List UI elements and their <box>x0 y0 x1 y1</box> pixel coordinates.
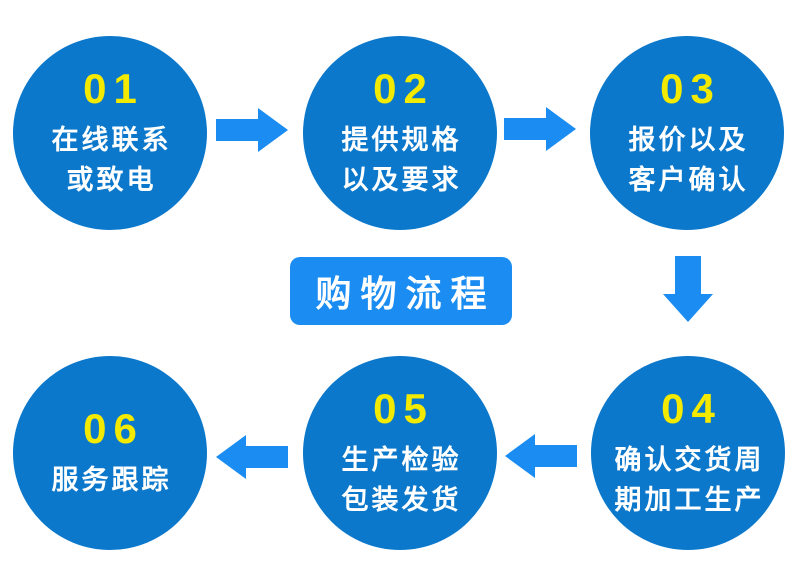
step-label-line: 期加工生产 <box>614 485 765 516</box>
step-circle-03: 03 报价以及 客户确认 <box>590 36 784 230</box>
step-circle-01: 01 在线联系 或致电 <box>13 36 207 230</box>
step-circle-04: 04 确认交货周 期加工生产 <box>591 356 785 550</box>
step-label-line: 确认交货周 <box>614 445 765 476</box>
step-circle-02: 02 提供规格 以及要求 <box>303 36 497 230</box>
step-number: 05 <box>373 384 434 432</box>
step-label-line: 报价以及 <box>628 125 749 156</box>
arrow-down-icon <box>663 256 713 322</box>
arrow-right-icon <box>504 107 576 151</box>
step-number: 06 <box>83 404 144 452</box>
step-circle-05: 05 生产检验 包装发货 <box>303 356 497 550</box>
step-label-line: 生产检验 <box>341 445 462 476</box>
step-circle-06: 06 服务跟踪 <box>13 356 207 550</box>
step-number: 03 <box>660 64 721 112</box>
step-number: 01 <box>83 64 144 112</box>
diagram-title: 购物流程 <box>290 257 512 325</box>
arrow-right-icon <box>216 108 288 152</box>
arrow-left-icon <box>505 434 577 478</box>
step-label-line: 提供规格 <box>341 125 462 156</box>
step-label-line: 以及要求 <box>341 165 462 196</box>
step-number: 02 <box>373 64 434 112</box>
step-label-line: 包装发货 <box>341 485 462 516</box>
step-label-line: 服务跟踪 <box>51 465 172 496</box>
step-label-line: 客户确认 <box>628 165 749 196</box>
step-label-line: 或致电 <box>66 165 157 196</box>
step-label-line: 在线联系 <box>51 125 172 156</box>
step-number: 04 <box>661 384 722 432</box>
arrow-left-icon <box>216 435 288 479</box>
